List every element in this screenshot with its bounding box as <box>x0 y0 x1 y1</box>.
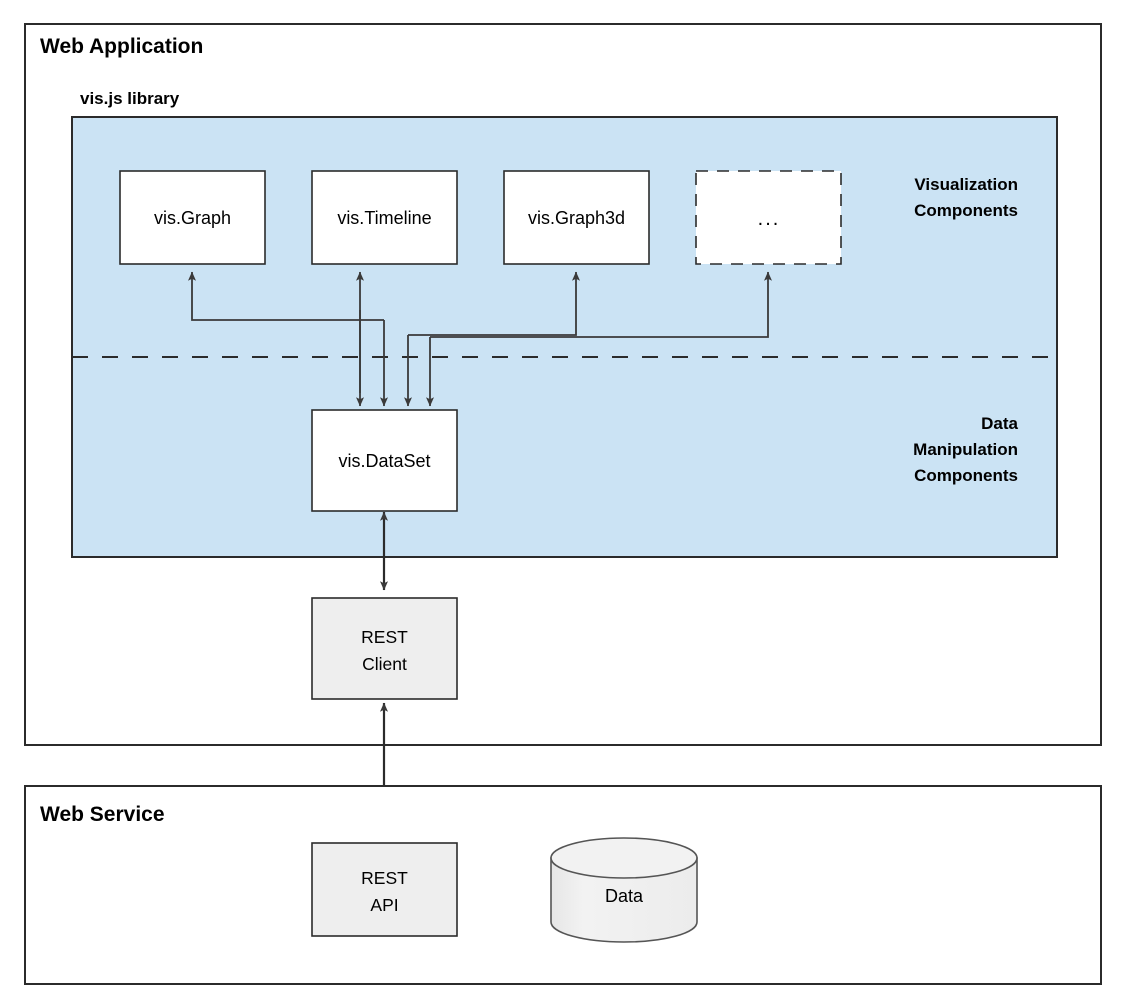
node-more-components-label: ... <box>758 208 781 230</box>
frame-web-service-title: Web Service <box>40 803 165 826</box>
node-rest-api-label-line1: REST <box>361 868 408 888</box>
node-vis-timeline-label: vis.Timeline <box>337 208 431 228</box>
node-vis-graph-label: vis.Graph <box>154 208 231 228</box>
library-panel-title: vis.js library <box>80 89 180 108</box>
database-cylinder-body <box>550 857 698 943</box>
svg-text:Data: Data <box>981 414 1018 433</box>
connector-dataset-to-vis-graph <box>188 271 384 321</box>
node-vis-graph[interactable]: vis.Graph <box>119 170 266 265</box>
node-vis-dataset[interactable]: vis.DataSet <box>311 409 458 512</box>
node-data-store[interactable]: Data <box>550 837 698 943</box>
svg-text:Components: Components <box>914 466 1018 485</box>
node-vis-dataset-label: vis.DataSet <box>338 451 430 471</box>
group-label-data-manipulation-components: Data Manipulation Components <box>913 414 1018 485</box>
node-vis-timeline[interactable]: vis.Timeline <box>311 170 458 265</box>
svg-text:Visualization: Visualization <box>914 175 1018 194</box>
node-data-store-label: Data <box>605 886 644 906</box>
connector-dataset-to-more-components <box>430 271 773 338</box>
node-vis-graph3d[interactable]: vis.Graph3d <box>503 170 650 265</box>
connector-dataset-to-vis-graph3d <box>408 271 581 336</box>
node-vis-graph3d-label: vis.Graph3d <box>528 208 625 228</box>
database-cylinder-top <box>550 837 698 879</box>
group-label-visualization-components: Visualization Components <box>914 175 1018 220</box>
node-rest-api-label-line2: API <box>370 895 398 915</box>
node-more-components[interactable]: ... <box>695 170 842 265</box>
node-rest-client-label-line2: Client <box>362 654 407 674</box>
svg-text:Components: Components <box>914 201 1018 220</box>
svg-text:Manipulation: Manipulation <box>913 440 1018 459</box>
node-rest-api[interactable]: REST API <box>311 842 458 937</box>
node-rest-client[interactable]: REST Client <box>311 597 458 700</box>
frame-web-application-title: Web Application <box>40 35 203 58</box>
node-rest-client-label-line1: REST <box>361 627 408 647</box>
